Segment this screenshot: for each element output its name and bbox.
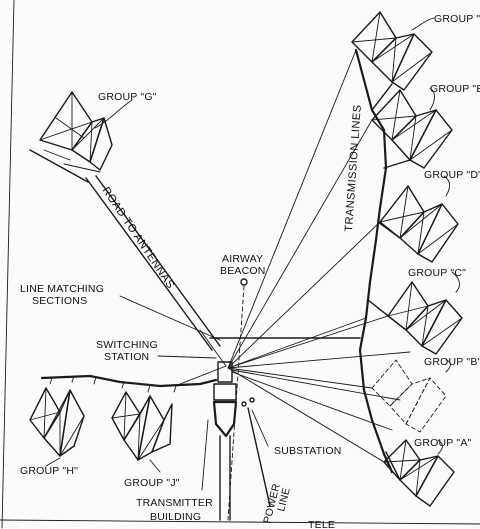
center-leaders <box>119 295 269 491</box>
group-c-antenna <box>387 281 463 355</box>
label-beacon: BEACON <box>220 265 266 277</box>
switching-station <box>213 361 237 401</box>
right-label-leaders <box>411 17 460 455</box>
trunk-branches <box>367 83 411 481</box>
label-group-top: GROUP " <box>434 13 480 25</box>
label-group-h: GROUP "H" <box>20 465 78 477</box>
road-to-antennas <box>85 175 221 351</box>
label-airway: AIRWAY <box>222 253 263 265</box>
group-a-antenna <box>383 439 455 507</box>
label-tele: TELE <box>308 519 335 529</box>
label-substation: SUBSTATION <box>274 445 342 457</box>
label-group-a: GROUP "A" <box>414 437 472 449</box>
group-g-antenna <box>29 91 113 183</box>
transmitter-building <box>212 400 238 521</box>
label-group-g: GROUP "G" <box>98 91 157 103</box>
group-e-antenna <box>371 89 453 169</box>
label-group-c: GROUP "C" <box>408 267 466 279</box>
airway-beacon <box>227 278 248 521</box>
label-station: STATION <box>104 351 149 363</box>
radiating-transmission-lines <box>179 49 411 463</box>
group-top-antenna <box>351 11 433 91</box>
label-group-j: GROUP "J" <box>124 477 180 489</box>
group-d-antenna <box>379 185 459 263</box>
label-transmitter: TRANSMITTER <box>136 497 213 509</box>
label-line-matching: LINE MATCHING <box>20 283 104 295</box>
group-j-leader <box>149 459 161 473</box>
label-group-d: GROUP "D" <box>424 169 480 181</box>
group-b-antenna <box>371 359 447 433</box>
label-building: BUILDING <box>150 511 201 523</box>
label-road-to-antennas: ROAD TO ANTENNAS <box>100 185 177 291</box>
label-sections: SECTIONS <box>32 295 87 307</box>
group-j-antenna <box>111 391 173 461</box>
label-transmission-lines: TRANSMISSION LINES <box>343 104 364 232</box>
label-group-b: GROUP "B" <box>424 356 480 368</box>
group-h-antenna <box>29 387 85 457</box>
hj-feeder-ticks <box>49 375 177 393</box>
group-h-leader <box>45 457 61 467</box>
group-g-leader <box>94 99 133 129</box>
substation-marker <box>241 397 271 507</box>
transmission-trunk <box>354 48 394 474</box>
label-line: LINE <box>275 486 292 512</box>
label-group-e: GROUP "E <box>430 83 480 95</box>
hj-feeder <box>40 374 218 388</box>
label-switching: SWITCHING <box>96 339 158 351</box>
